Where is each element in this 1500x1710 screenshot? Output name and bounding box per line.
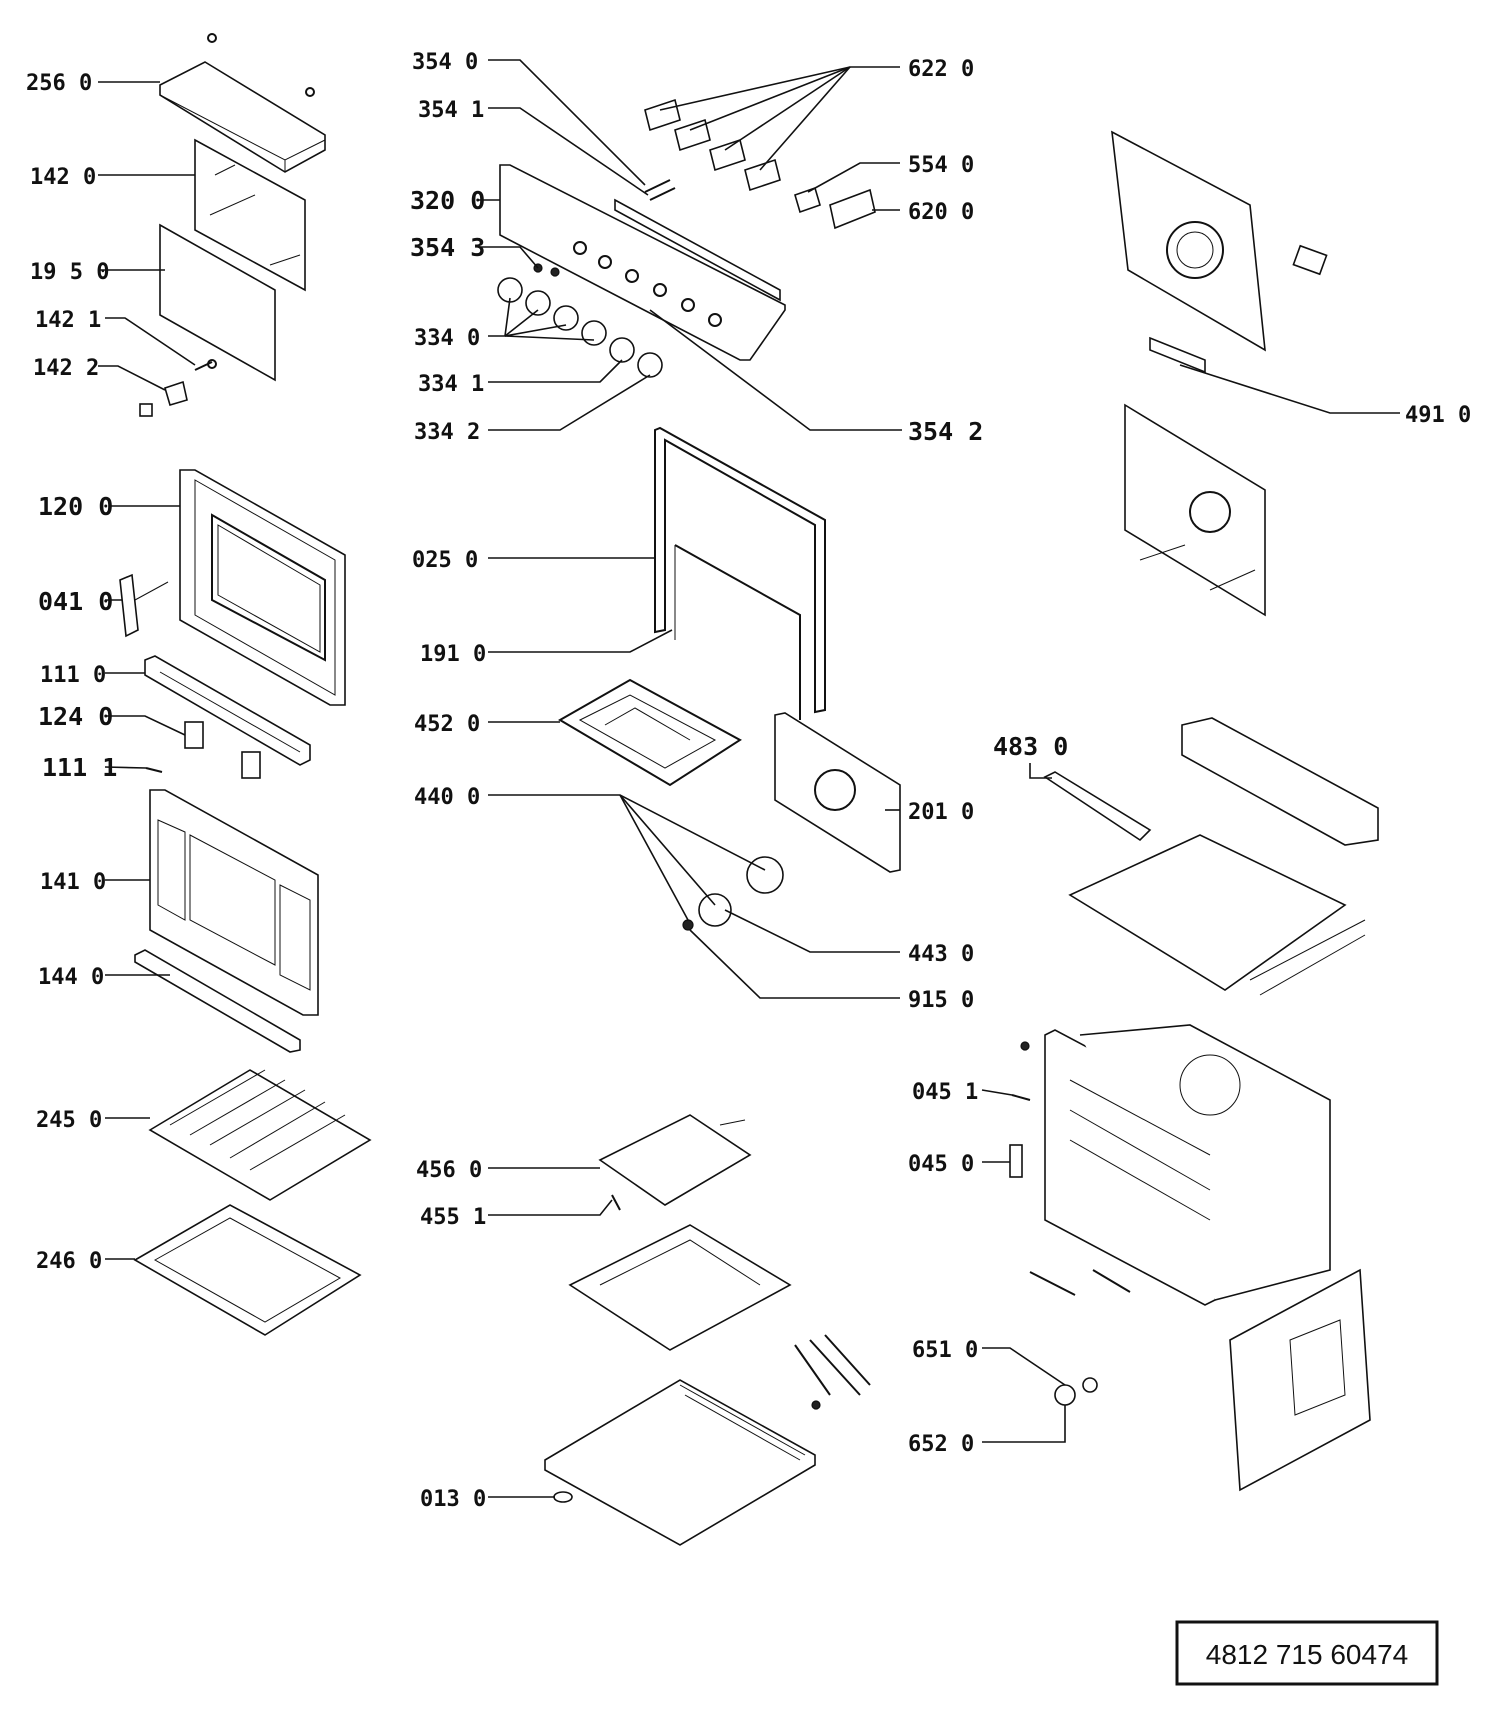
label-354-3: 354 3 bbox=[410, 233, 485, 262]
part-013-base-plate bbox=[544, 1379, 816, 1546]
part-025-door-seal bbox=[654, 426, 826, 714]
label-334-1: 334 1 bbox=[418, 372, 484, 397]
part-651-lamp-holder bbox=[1054, 1377, 1098, 1406]
part-045-hinge-pins bbox=[1009, 1094, 1031, 1178]
label-455-1: 455 1 bbox=[420, 1205, 486, 1230]
part-443-fan bbox=[682, 856, 784, 931]
label-191-0: 191 0 bbox=[420, 642, 486, 667]
label-141-0: 141 0 bbox=[40, 870, 106, 895]
label-334-0: 334 0 bbox=[414, 326, 480, 351]
part-141-door-panel bbox=[149, 789, 319, 1016]
part-455-clip bbox=[611, 1194, 621, 1211]
part-246-baking-tray bbox=[133, 1204, 362, 1336]
label-652-0: 652 0 bbox=[908, 1432, 974, 1457]
part-bottom-shield bbox=[568, 1224, 792, 1351]
label-142-2: 142 2 bbox=[33, 356, 99, 381]
part-111-handle bbox=[144, 655, 311, 766]
part-191-seal-frame bbox=[674, 544, 801, 720]
part-120-door-frame bbox=[179, 469, 346, 706]
label-195-0: 19 5 0 bbox=[30, 260, 109, 285]
part-top-cover bbox=[1181, 717, 1379, 846]
label-354-0: 354 0 bbox=[412, 50, 478, 75]
label-440-0: 440 0 bbox=[414, 785, 480, 810]
part-041-hinge bbox=[119, 573, 169, 638]
label-620-0: 620 0 bbox=[908, 200, 974, 225]
part-side-panel bbox=[1229, 1268, 1371, 1492]
label-045-1: 045 1 bbox=[912, 1080, 978, 1105]
label-245-0: 245 0 bbox=[36, 1108, 102, 1133]
part-256-top-trim bbox=[159, 33, 326, 173]
label-915-0: 915 0 bbox=[908, 988, 974, 1013]
part-back-cover bbox=[1111, 130, 1328, 352]
leader-lines bbox=[98, 59, 1400, 1498]
part-554-switch bbox=[794, 186, 821, 214]
label-120-0: 120 0 bbox=[38, 492, 113, 521]
label-144-0: 144 0 bbox=[38, 965, 104, 990]
part-456-bottom-element bbox=[598, 1114, 752, 1206]
label-334-2: 334 2 bbox=[414, 420, 480, 445]
part-483-heater bbox=[1043, 771, 1152, 842]
part-142-outer-glass bbox=[194, 138, 306, 292]
label-246-0: 246 0 bbox=[36, 1249, 102, 1274]
part-491-connector-strip bbox=[1149, 336, 1206, 374]
label-142-0: 142 0 bbox=[30, 165, 96, 190]
part-195-inner-glass bbox=[159, 223, 276, 382]
document-number: 4812 715 60474 bbox=[1206, 1639, 1408, 1670]
part-124-hinge-blocks bbox=[184, 721, 261, 779]
document-number-box: 4812 715 60474 bbox=[1175, 1620, 1439, 1686]
label-491-0: 491 0 bbox=[1405, 403, 1471, 428]
part-side-bracket bbox=[1124, 403, 1266, 617]
part-142-clip bbox=[194, 359, 217, 371]
label-320-0: 320 0 bbox=[410, 186, 485, 215]
label-554-0: 554 0 bbox=[908, 153, 974, 178]
label-651-0: 651 0 bbox=[912, 1338, 978, 1363]
label-124-0: 124 0 bbox=[38, 702, 113, 731]
part-lower-bars bbox=[1029, 1269, 1131, 1296]
label-201-0: 201 0 bbox=[908, 800, 974, 825]
label-111-0: 111 0 bbox=[40, 663, 106, 688]
label-456-0: 456 0 bbox=[416, 1158, 482, 1183]
label-354-2: 354 2 bbox=[908, 417, 983, 446]
part-320-control-panel bbox=[499, 164, 786, 361]
part-354-indicator bbox=[533, 263, 560, 277]
label-354-1: 354 1 bbox=[418, 98, 484, 123]
label-452-0: 452 0 bbox=[414, 712, 480, 737]
part-oven-top-plate bbox=[1068, 834, 1366, 996]
label-045-0: 045 0 bbox=[908, 1152, 974, 1177]
part-oven-cavity bbox=[1020, 1024, 1331, 1306]
label-111-1: 111 1 bbox=[42, 753, 117, 782]
part-142-bracket bbox=[139, 380, 188, 417]
part-bottom-brackets bbox=[794, 1334, 871, 1410]
label-025-0: 025 0 bbox=[412, 548, 478, 573]
part-labels: 256 0 142 0 19 5 0 142 1 142 2 120 0 041… bbox=[26, 50, 1471, 1512]
part-245-wire-rack bbox=[148, 1069, 372, 1201]
label-041-0: 041 0 bbox=[38, 587, 113, 616]
part-452-grill-element bbox=[558, 678, 742, 787]
part-111-screw bbox=[145, 767, 163, 773]
label-256-0: 256 0 bbox=[26, 71, 92, 96]
part-354-switch-pins bbox=[644, 179, 676, 201]
label-443-0: 443 0 bbox=[908, 942, 974, 967]
part-622-terminal-blocks bbox=[644, 98, 781, 192]
label-622-0: 622 0 bbox=[908, 57, 974, 82]
part-201-back-panel bbox=[774, 712, 901, 873]
part-354-selector-strip bbox=[614, 198, 781, 302]
label-483-0: 483 0 bbox=[993, 732, 1068, 761]
part-620-terminal bbox=[829, 188, 876, 230]
label-142-1: 142 1 bbox=[35, 308, 101, 333]
part-144-vent-strip bbox=[134, 949, 301, 1053]
label-013-0: 013 0 bbox=[420, 1487, 486, 1512]
